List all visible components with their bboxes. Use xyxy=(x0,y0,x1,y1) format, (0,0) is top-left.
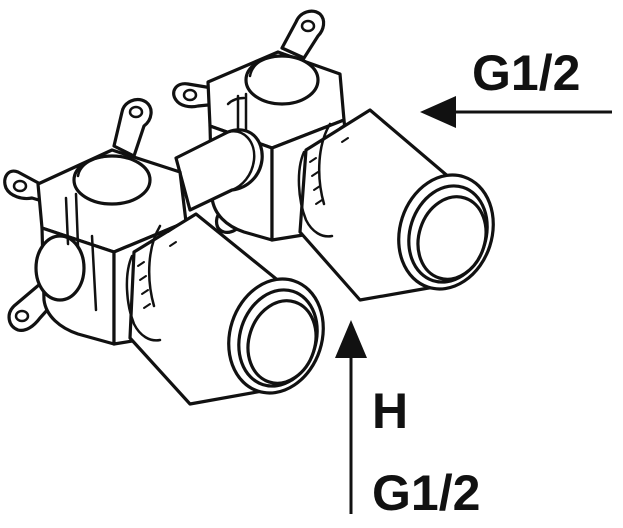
inlet-label-top: G1/2 xyxy=(472,45,580,101)
inlet-label-bottom: G1/2 xyxy=(372,465,480,521)
rear-outlet-sleeve xyxy=(297,108,495,302)
outlet-marker-label: H xyxy=(372,383,408,439)
inlet-arrow-vertical xyxy=(335,320,367,514)
inlet-arrow-horizontal xyxy=(420,96,612,128)
front-outlet-sleeve xyxy=(125,212,325,406)
connecting-pipe xyxy=(174,128,264,212)
